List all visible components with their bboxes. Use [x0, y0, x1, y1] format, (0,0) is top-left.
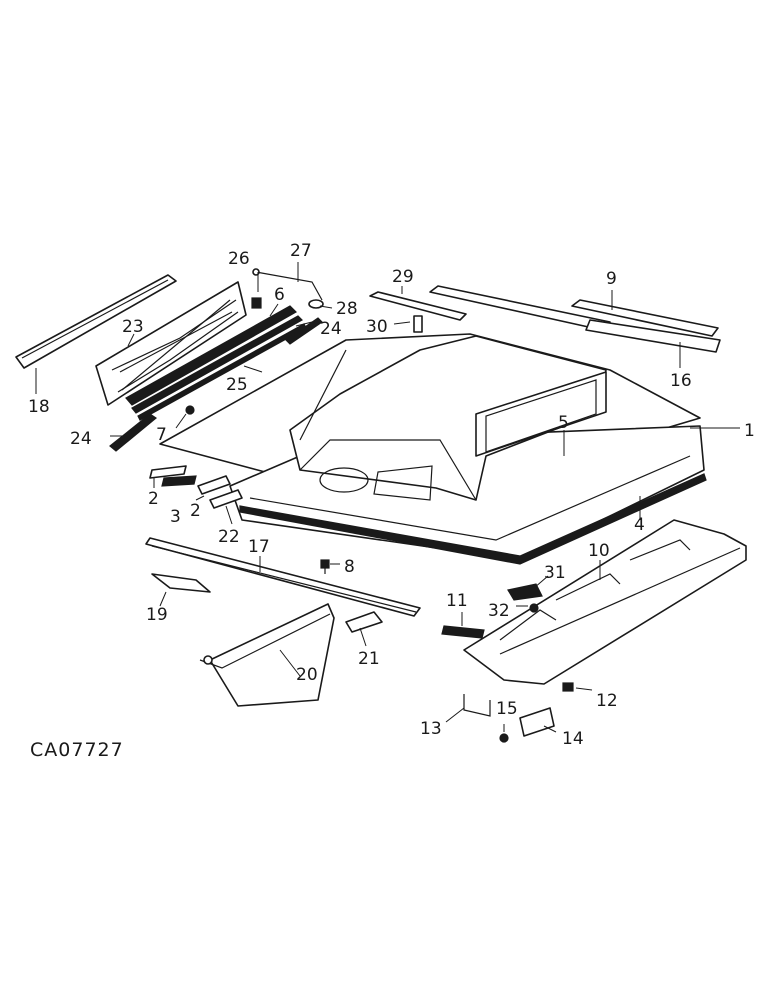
part-28-washer	[308, 299, 324, 309]
leader-lines	[35, 262, 740, 733]
label-3: 3	[170, 507, 181, 527]
label-12: 12	[596, 691, 618, 711]
label-18: 18	[28, 397, 50, 417]
callout-labels: 18 23 26 27 6 28 24 29 30 9 16 25 24 7 5…	[28, 241, 755, 761]
label-21: 21	[358, 649, 380, 669]
label-15: 15	[496, 699, 518, 719]
part-2-strip-left	[149, 465, 187, 479]
label-29: 29	[392, 267, 414, 287]
part-20-panel	[199, 603, 335, 707]
label-13: 13	[420, 719, 442, 739]
label-4: 4	[634, 515, 645, 535]
label-24-upper: 24	[320, 319, 342, 339]
part-27-rod	[252, 268, 323, 301]
label-27: 27	[290, 241, 312, 261]
part-29-bar	[369, 291, 467, 321]
label-20: 20	[296, 665, 318, 685]
label-23: 23	[122, 317, 144, 337]
label-7: 7	[156, 425, 167, 445]
label-9: 9	[606, 269, 617, 289]
part-17-rail	[145, 537, 421, 617]
part-8-bolt	[320, 559, 330, 574]
part-12-clip	[562, 682, 574, 692]
label-14: 14	[562, 729, 584, 749]
label-2-left: 2	[148, 489, 159, 509]
drawing-code: CA07727	[30, 739, 124, 761]
label-2-right: 2	[190, 501, 201, 521]
label-30: 30	[366, 317, 388, 337]
label-24-lower: 24	[70, 429, 92, 449]
part-21-bracket	[345, 611, 383, 633]
label-10: 10	[588, 541, 610, 561]
label-11: 11	[446, 591, 468, 611]
part-31-plate	[507, 583, 543, 601]
part-16-bracket	[585, 319, 721, 353]
part-24-strip-lower	[109, 413, 158, 452]
label-8: 8	[344, 557, 355, 577]
part-23-panel	[95, 281, 247, 406]
label-28: 28	[336, 299, 358, 319]
part-30-pin	[413, 315, 423, 333]
part-22-strip	[209, 489, 243, 509]
label-16: 16	[670, 371, 692, 391]
part-10-tray	[463, 519, 747, 685]
part-5-canopy	[289, 335, 607, 501]
label-5: 5	[558, 413, 569, 433]
label-6: 6	[274, 285, 285, 305]
part-26-clip	[251, 297, 262, 309]
label-19: 19	[146, 605, 168, 625]
part-3-strip	[161, 475, 197, 487]
label-32: 32	[488, 601, 510, 621]
part-14-block	[519, 707, 555, 737]
part-25-seal-strips	[125, 305, 307, 421]
label-17: 17	[248, 537, 270, 557]
part-24-strip-upper	[285, 317, 323, 345]
part-9-rail	[429, 285, 719, 337]
part-11-pad	[441, 625, 485, 639]
part-15-nut	[499, 733, 509, 743]
part-7-nut	[185, 405, 195, 415]
part-2-strip-right	[197, 475, 231, 495]
part-13-ubolt	[463, 694, 491, 717]
label-26: 26	[228, 249, 250, 269]
label-22: 22	[218, 527, 240, 547]
label-31: 31	[544, 563, 566, 583]
part-18-rail	[15, 274, 177, 369]
part-19-bracket	[151, 573, 211, 593]
part-32-nut	[529, 603, 539, 613]
label-1: 1	[744, 421, 755, 441]
label-25: 25	[226, 375, 248, 395]
